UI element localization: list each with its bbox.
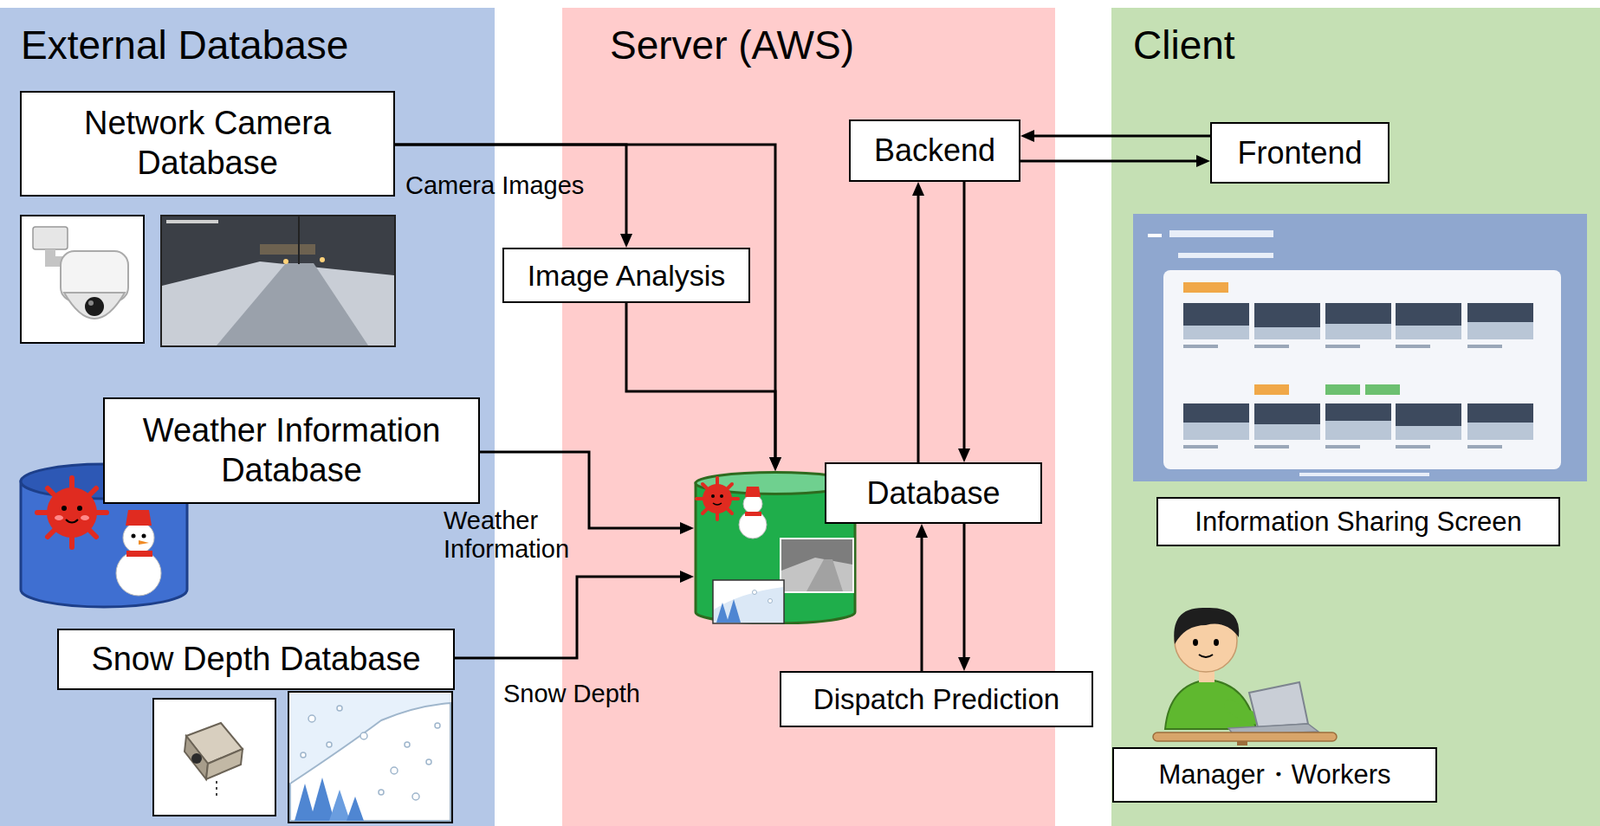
box-label: Snow Depth Database [90, 640, 421, 681]
edge-label-holder: Camera Images [405, 171, 584, 201]
connector-arrow [958, 524, 971, 672]
process-box: Frontend [1210, 122, 1390, 184]
arrow-head [680, 522, 694, 535]
connector-arrow [912, 181, 925, 463]
worker-illustration [1153, 608, 1337, 746]
arrow-head [912, 181, 925, 196]
camera-photo [161, 215, 396, 347]
connector-line [395, 144, 776, 460]
arrow-head [769, 457, 782, 472]
arrow-head [620, 233, 633, 248]
process-box: Image Analysis [502, 247, 751, 304]
connector-arrow [915, 524, 928, 672]
snow-scene-icon [288, 692, 453, 823]
edge-label: Snow Depth [503, 680, 641, 709]
process-box: Dispatch Prediction [779, 671, 1094, 728]
database-box: Database [824, 462, 1043, 525]
connector-arrow [1020, 129, 1211, 143]
connector-arrow [395, 144, 633, 248]
box-label: Image Analysis [527, 258, 726, 294]
arrow-head [1196, 155, 1211, 168]
weather-database-icon [20, 464, 188, 608]
camera-icon [20, 215, 144, 344]
connector-arrow [958, 181, 971, 463]
connector-arrow [395, 144, 782, 472]
edge-label: Camera Images [405, 171, 584, 201]
arrow-head [1020, 129, 1035, 143]
connector-arrow [454, 570, 694, 659]
arrow-head [915, 524, 928, 538]
arrow-head [769, 457, 782, 472]
connector-line [626, 303, 776, 460]
connector-line [963, 181, 966, 451]
arrow-head [958, 448, 971, 463]
band-heading: Client [1133, 21, 1236, 70]
edge-label-holder: Weather Information [443, 506, 583, 565]
process-box: Backend [848, 119, 1021, 182]
box-label: Weather Information Database [111, 411, 472, 491]
edge-label-holder: Snow Depth [503, 680, 641, 709]
connector-line [1032, 135, 1211, 138]
band-heading: External Database [20, 21, 349, 70]
box-label: Network Camera Database [28, 103, 387, 183]
box-label: Frontend [1237, 134, 1362, 172]
process-box: Snow Depth Database [57, 628, 455, 691]
connector-line [454, 576, 682, 659]
connector-line [920, 536, 924, 672]
process-box: Weather Information Database [103, 397, 480, 505]
connector-line [1020, 160, 1199, 163]
box-label: Backend [874, 131, 996, 169]
snow-sensor-icon [153, 699, 276, 817]
band-heading: Server (AWS) [609, 21, 855, 70]
connector-line [395, 144, 627, 236]
box-label: Dispatch Prediction [813, 682, 1060, 718]
connector-arrow [1020, 155, 1211, 168]
box-label: Manager・Workers [1158, 758, 1391, 791]
connector-arrow [626, 303, 782, 472]
process-box: Manager・Workers [1112, 747, 1438, 804]
edge-label: Weather Information [443, 506, 583, 565]
arrow-head [680, 570, 694, 583]
arrow-head [958, 657, 971, 672]
database-node: Database [693, 462, 1043, 625]
process-box: Network Camera Database [19, 90, 396, 197]
process-box: Information Sharing Screen [1156, 497, 1561, 547]
connector-line [963, 524, 966, 660]
connector-line [917, 194, 920, 463]
box-label: Information Sharing Screen [1194, 505, 1522, 538]
sharing-screen-screenshot [1133, 213, 1588, 482]
box-label: Database [866, 474, 1000, 512]
